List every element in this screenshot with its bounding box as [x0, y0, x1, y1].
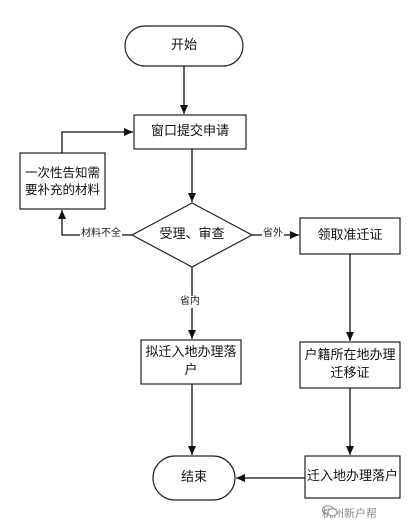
permit-node-label: 领取准迁证: [317, 228, 383, 243]
settle-target-box-shape: [304, 455, 401, 499]
notify-node-label: 一次性告知需要补充的材料: [24, 165, 100, 197]
watermark: 杭州新户帮: [322, 505, 377, 521]
edge-label-in-province: 省内: [179, 296, 201, 308]
settle-local-box-shape: [140, 339, 242, 385]
edge-label-out-of-province: 省外: [262, 228, 284, 240]
submit-box-shape: [133, 114, 247, 150]
permit-box-shape: [299, 217, 401, 255]
arrow-notify-to-submit: [61, 128, 133, 153]
edge-label-missing-materials: 材料不全: [80, 228, 122, 240]
settle-local-node-label: 拟迁入地办理落户: [145, 345, 237, 378]
end-terminal-shape: [152, 455, 236, 501]
household-origin-box-shape: [299, 341, 401, 389]
end-node-label: 结束: [180, 470, 207, 485]
household-origin-node-label: 户籍所在地办理迁移证: [304, 348, 396, 381]
start-node-label: 开始: [170, 38, 197, 53]
submit-node-label: 窗口提交申请: [150, 124, 229, 139]
settle-target-node-label: 迁入地办理落户: [307, 469, 399, 484]
review-node-label: 受理、审查: [159, 227, 225, 242]
wechat-icon: [322, 505, 338, 517]
